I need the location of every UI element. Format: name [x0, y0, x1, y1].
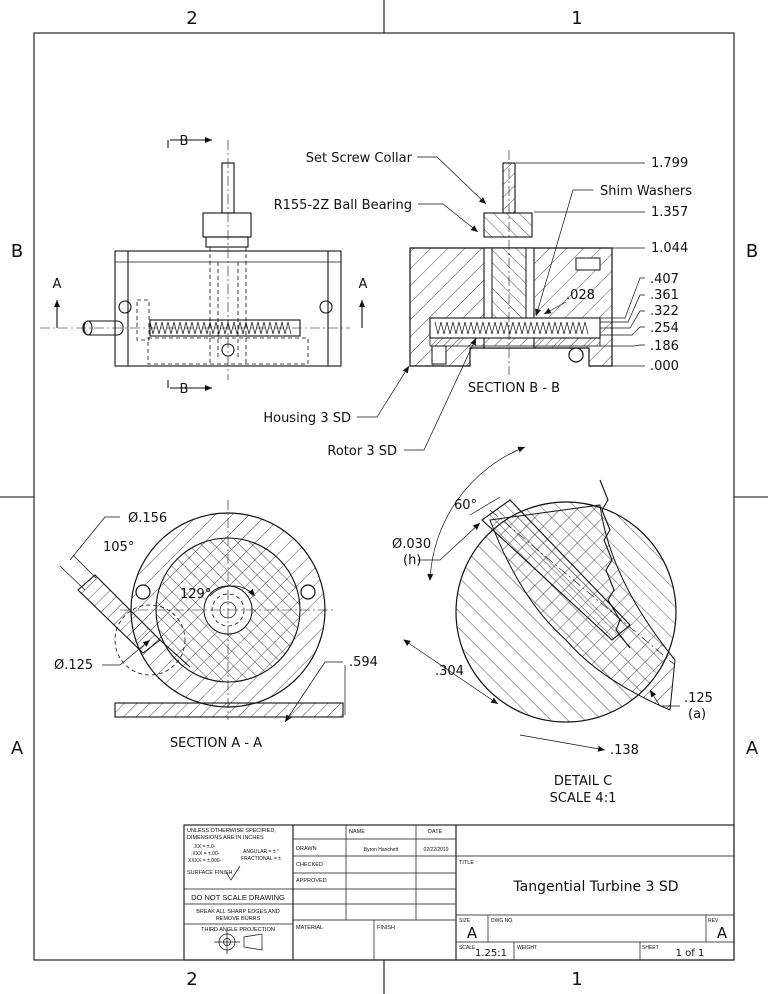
- callout-leaders: [357, 156, 593, 451]
- tb-size-label: SIZE: [459, 918, 471, 924]
- callout-housing: Housing 3 SD: [263, 411, 351, 426]
- tb-approved-label: APPROVED: [296, 878, 327, 884]
- detail-c-title: DETAIL C: [554, 774, 612, 789]
- tb-dwg-no-label: DWG NO.: [491, 918, 514, 924]
- tb-tol-xx: .XXX = ±.00-: [191, 851, 220, 857]
- tb-break-edges-1: BREAK ALL SHARP EDGES AND: [196, 909, 279, 915]
- zone-col-bottom-1: 1: [571, 969, 582, 990]
- tb-title-label: TITLE: [459, 860, 474, 866]
- tb-tolerance-note-2: DIMENSIONS ARE IN INCHES: [187, 835, 264, 841]
- tb-drawn-date: 02/22/2019: [423, 847, 448, 853]
- dim-186: .186: [650, 339, 679, 354]
- dim-407: .407: [650, 272, 679, 287]
- dim-angle-105: 105°: [103, 540, 134, 555]
- front-view: [40, 137, 365, 391]
- callout-set-screw-collar: Set Screw Collar: [306, 151, 413, 166]
- zone-row-left-b: B: [11, 241, 23, 262]
- dim-dia-125: Ø.125: [54, 658, 93, 673]
- tb-scale-label: SCALE: [459, 945, 476, 951]
- tb-finish-label: FINISH: [377, 925, 395, 931]
- tb-tol-fractional: FRACTIONAL = ±: [241, 856, 281, 862]
- title-block: [183, 824, 735, 961]
- callout-shim-washers: Shim Washers: [600, 184, 692, 199]
- section-marker-a-right: A: [359, 277, 368, 292]
- tb-checked-label: CHECKED: [296, 862, 323, 868]
- tb-tol-x: .XX = ±.0-: [193, 844, 216, 850]
- tb-tol-xxx: XXXX = ±.000-: [188, 858, 222, 864]
- detail-c-scale: SCALE 4:1: [550, 791, 617, 806]
- dim-angle-129: 129°: [180, 587, 211, 602]
- section-bb-title: SECTION B - B: [468, 381, 560, 396]
- dim-304: .304: [435, 664, 464, 679]
- dim-138: .138: [610, 743, 639, 758]
- zone-col-top-1: 1: [571, 8, 582, 29]
- section-marker-b-bottom: B: [180, 382, 189, 397]
- tb-scale: 1.25:1: [475, 948, 507, 959]
- tb-surface-finish: SURFACE FINISH: [187, 870, 233, 876]
- dim-1799: 1.799: [651, 156, 688, 171]
- tb-weight-label: WEIGHT: [517, 945, 537, 951]
- detail-c-view: [403, 446, 680, 752]
- dim-594: .594: [349, 655, 378, 670]
- dim-dia-030: Ø.030: [392, 537, 431, 552]
- dim-1044: 1.044: [651, 241, 688, 256]
- dim-322: .322: [650, 304, 679, 319]
- callout-ball-bearing: R155-2Z Ball Bearing: [274, 198, 412, 213]
- section-aa-title: SECTION A - A: [170, 736, 262, 751]
- tb-drawn-label: DRAWN: [296, 846, 317, 852]
- tb-rev-label: REV: [708, 918, 719, 924]
- tb-sheet: 1 of 1: [676, 948, 705, 959]
- tb-title: Tangential Turbine 3 SD: [512, 879, 678, 895]
- dim-254: .254: [650, 321, 679, 336]
- tb-name-header: NAME: [349, 829, 365, 835]
- zone-row-left-a: A: [11, 738, 24, 759]
- zone-col-bottom-2: 2: [186, 969, 197, 990]
- dim-125-detail: .125: [684, 691, 713, 706]
- dim-028: .028: [566, 288, 595, 303]
- section-aa-view: [59, 500, 346, 723]
- tb-drawn-name: Byron Hanchett: [364, 847, 399, 853]
- tb-break-edges-2: REMOVE BURRS: [216, 916, 261, 922]
- section-marker-b-top: B: [180, 134, 189, 149]
- tb-tolerance-note-1: UNLESS OTHERWISE SPECIFIED,: [187, 828, 276, 834]
- dim-angle-60: 60°: [454, 498, 477, 513]
- dim-dia-030-note: (h): [403, 553, 421, 568]
- section-marker-a-left: A: [53, 277, 62, 292]
- callout-rotor: Rotor 3 SD: [327, 444, 397, 459]
- tb-do-not-scale: DO NOT SCALE DRAWING: [191, 893, 285, 902]
- tb-date-header: DATE: [428, 829, 443, 835]
- tb-rev: A: [717, 924, 728, 942]
- zone-row-right-b: B: [746, 241, 758, 262]
- tb-tol-angular: ANGULAR = ± °: [243, 849, 279, 855]
- tb-size: A: [467, 924, 478, 942]
- section-bb-dimension-lines: [516, 162, 645, 367]
- dim-000: .000: [650, 359, 679, 374]
- zone-row-right-a: A: [746, 738, 759, 759]
- zone-col-top-2: 2: [186, 8, 197, 29]
- tb-projection: THIRD ANGLE PROJECTION: [201, 927, 275, 933]
- dim-125-detail-note: (a): [688, 707, 706, 722]
- dim-1357: 1.357: [651, 205, 688, 220]
- tb-material-label: MATERIAL: [296, 925, 323, 931]
- tb-sheet-label: SHEET: [642, 945, 659, 951]
- section-bb-view: [409, 150, 613, 375]
- dim-dia-156: Ø.156: [128, 511, 167, 526]
- dim-361: .361: [650, 288, 679, 303]
